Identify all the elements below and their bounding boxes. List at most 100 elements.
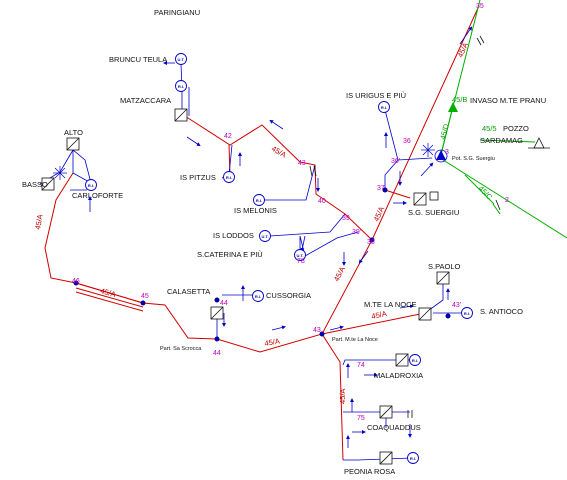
well-pozzo-icon — [533, 137, 545, 149]
svg-text:38: 38 — [367, 239, 375, 246]
svg-text:45/A: 45/A — [33, 214, 45, 231]
label-matzaccara: MATZACCARA — [120, 96, 171, 105]
flow-arrows — [88, 26, 473, 448]
reservoir-coaquaddus — [379, 405, 393, 419]
label-pozzo: POZZO — [503, 124, 529, 133]
label-part-sa-scrocca: Part. Sa Scrocca — [160, 346, 202, 352]
svg-text:78: 78 — [297, 258, 305, 265]
svg-text:39: 39 — [342, 215, 350, 222]
label-is-loddos: IS LODDOS — [213, 231, 254, 240]
badge-ri-carloforte — [85, 179, 97, 191]
svg-text:45/A: 45/A — [371, 309, 388, 321]
svg-text:44: 44 — [220, 300, 228, 307]
badge-ut-s-caterina — [294, 249, 306, 261]
reservoir-basso — [41, 177, 55, 191]
svg-text:45/A: 45/A — [332, 265, 347, 283]
sun-is-urigus-icon — [421, 143, 435, 157]
svg-text:R.I.: R.I. — [178, 84, 184, 89]
label-cussorgia: CUSSORGIA — [266, 291, 311, 300]
label-carloforte: CARLOFORTE — [72, 191, 123, 200]
svg-text:45/A: 45/A — [264, 336, 281, 348]
label-basso: BASSO — [22, 180, 48, 189]
label-alto: ALTO — [64, 128, 83, 137]
label-invaso: INVASO M.TE PRANU — [470, 96, 546, 105]
svg-text:R.I.: R.I. — [381, 105, 387, 110]
label-maladroxia: MALADROXIA — [374, 371, 423, 380]
label-mte-la-noce: M.TE LA NOCE — [364, 300, 417, 309]
reservoir-spaolo — [436, 271, 450, 285]
label-coaquaddus: COAQUADDUS — [367, 423, 421, 432]
label-is-pitzus: IS PITZUS — [180, 173, 216, 182]
svg-text:U.T.: U.T. — [177, 57, 184, 62]
reservoir-peonia-rosa — [379, 451, 393, 465]
svg-text:45/C: 45/C — [477, 184, 495, 202]
green-network — [439, 0, 567, 239]
label-peonia-rosa: PEONIA ROSA — [344, 467, 395, 476]
node-44 — [214, 336, 220, 342]
svg-text:36: 36 — [403, 138, 411, 145]
node-45 — [140, 300, 146, 306]
badge-ri-peonia-rosa — [407, 452, 419, 464]
svg-text:R.I.: R.I. — [464, 311, 470, 316]
node-numbers: 35 42 43 40 39 39' 38 37 36 36' 3 78 46 … — [72, 3, 509, 422]
svg-text:45/5: 45/5 — [482, 124, 497, 133]
badge-ut-bruncu — [175, 53, 187, 65]
badge-ri-is-melonis — [253, 194, 265, 206]
reservoir-matzaccara — [174, 108, 188, 122]
badges — [85, 53, 473, 464]
svg-text:U.T.: U.T. — [296, 253, 303, 258]
svg-text:R.I.: R.I. — [88, 183, 94, 188]
label-is-melonis: IS MELONIS — [234, 206, 277, 215]
blue-branches — [39, 63, 464, 461]
svg-text:43: 43 — [313, 327, 321, 334]
junction-nodes — [73, 187, 451, 342]
pump-stations — [434, 102, 550, 163]
node-43 — [319, 331, 325, 337]
svg-text:74: 74 — [357, 362, 365, 369]
svg-text:3: 3 — [445, 149, 449, 156]
svg-text:45/D: 45/D — [438, 122, 451, 140]
svg-text:45/A: 45/A — [456, 41, 471, 59]
svg-text:45: 45 — [141, 293, 149, 300]
svg-text:45/A: 45/A — [270, 144, 288, 160]
svg-text:40: 40 — [318, 198, 326, 205]
badge-ri-matzaccara — [175, 80, 187, 92]
svg-text:R.I.: R.I. — [226, 175, 232, 180]
label-calasetta: CALASETTA — [167, 287, 210, 296]
svg-text:R.I.: R.I. — [256, 198, 262, 203]
node-46 — [73, 280, 79, 286]
svg-text:35: 35 — [476, 3, 484, 10]
svg-text:43: 43 — [298, 160, 306, 167]
svg-text:R.I.: R.I. — [255, 294, 261, 299]
place-labels: PARINGIANU BRUNCU TEULA MATZACCARA IS UR… — [22, 8, 546, 476]
svg-text:39': 39' — [352, 229, 361, 236]
svg-text:75: 75 — [357, 415, 365, 422]
label-pot-sg: Pot. S.G. Suergiu — [452, 156, 495, 162]
badge-ut-is-loddos — [259, 230, 271, 242]
badge-ri-is-urigus — [378, 101, 390, 113]
label-sardamag: SARDAMAG — [480, 136, 523, 145]
svg-text:44: 44 — [213, 350, 221, 357]
label-is-urigus: IS URIGUS E PIÙ — [346, 91, 406, 100]
pump-invaso-icon — [448, 102, 458, 112]
badge-ri-cussorgia — [252, 290, 264, 302]
reservoir-sg-suergiu — [413, 192, 427, 206]
svg-text:45/A: 45/A — [338, 389, 347, 404]
badge-texts: U.T. R.I. R.I. R.I. R.I. R.I. U.T. U.T. … — [88, 57, 470, 461]
pump-sg-suergiu-icon — [436, 150, 446, 160]
valve-marks — [309, 35, 501, 418]
pipe-labels: 45/A 45/A 45/A 45/A 45/A 45/A 45/A 45/A … — [33, 41, 497, 404]
svg-text:43': 43' — [452, 302, 461, 309]
label-s-caterina: S.CATERINA E PIÙ — [197, 250, 263, 259]
svg-text:R.I.: R.I. — [412, 358, 418, 363]
label-s-antioco: S. ANTIOCO — [480, 307, 523, 316]
svg-text:U.T.: U.T. — [261, 234, 268, 239]
reservoir-sg-small — [429, 191, 439, 201]
label-sg-suergiu: S.G. SUERGIU — [408, 208, 459, 217]
svg-text:45/A: 45/A — [99, 286, 116, 299]
svg-text:R.I.: R.I. — [410, 456, 416, 461]
node-calasetta — [214, 297, 220, 303]
label-s-paolo: S.PAOLO — [428, 262, 461, 271]
svg-text:37: 37 — [377, 185, 385, 192]
